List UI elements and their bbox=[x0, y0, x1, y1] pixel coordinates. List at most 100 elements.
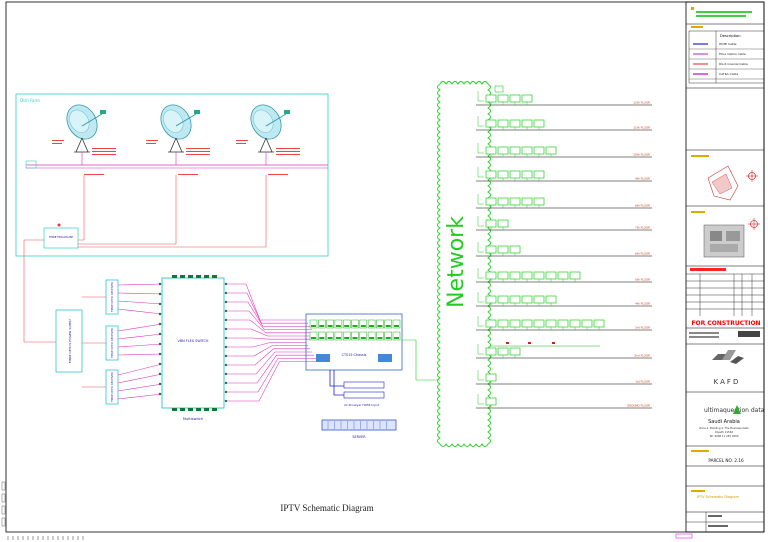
flex-switch-port bbox=[172, 408, 177, 411]
tv-unit bbox=[485, 319, 497, 328]
chassis-module bbox=[326, 331, 334, 341]
fibre-enclosure-label: FIBRE ENCLOSURE bbox=[49, 235, 73, 239]
tv-unit bbox=[509, 295, 521, 304]
legend-item: Fibre Optics cable bbox=[689, 52, 764, 60]
tv-unit bbox=[497, 347, 509, 356]
tv-unit bbox=[533, 146, 545, 155]
company-address-3: Tel: 0096 11 282 0000 bbox=[709, 434, 738, 438]
key-plan-1 bbox=[707, 165, 758, 201]
tv-unit bbox=[545, 295, 557, 304]
drawing-title: IPTV Schematic Diagram bbox=[280, 503, 373, 513]
flex-switch-port bbox=[180, 275, 185, 278]
drawing-border bbox=[5, 1, 765, 533]
company-logo: ultimaquestion data bbox=[704, 405, 765, 414]
company-address-2: Riyadh 11564 bbox=[715, 430, 733, 434]
server-unit bbox=[321, 419, 397, 431]
tv-unit bbox=[545, 319, 557, 328]
tv-unit bbox=[533, 319, 545, 328]
fibre-optic-receiver-2: FIBRE OPTIC RECEIVER bbox=[82, 322, 163, 361]
chassis-module bbox=[309, 319, 318, 329]
chassis-label: CTS15 Chassis bbox=[342, 353, 367, 357]
chassis-module bbox=[376, 331, 384, 341]
company-country: Saudi Arabia bbox=[708, 419, 740, 425]
chassis-module bbox=[351, 331, 359, 341]
tv-unit bbox=[557, 271, 569, 280]
floor-row: 12th FLOOR bbox=[476, 91, 652, 106]
flex-switch-port bbox=[180, 408, 185, 411]
tv-unit bbox=[557, 319, 569, 328]
legend-item-label: CAT6A Cable bbox=[719, 72, 738, 76]
floor-row: 5th FLOOR bbox=[476, 268, 652, 283]
floor-label: 2nd FLOOR bbox=[634, 354, 650, 358]
tv-unit bbox=[533, 119, 545, 128]
floor-label: 8th FLOOR bbox=[635, 204, 650, 208]
chassis-module bbox=[367, 319, 376, 329]
chassis-module bbox=[318, 331, 326, 341]
chassis-module bbox=[318, 319, 326, 329]
tv-unit bbox=[569, 319, 581, 328]
tv-unit bbox=[485, 146, 497, 155]
flex-switch-port bbox=[188, 275, 193, 278]
tv-unit bbox=[521, 271, 533, 280]
flex-switch-label: VBN FLEX SWITCH bbox=[178, 339, 209, 343]
tv-unit bbox=[521, 94, 533, 103]
flex-switch bbox=[161, 277, 225, 409]
legend-item: HDMI Cable bbox=[689, 42, 764, 50]
floor-label: 12th FLOOR bbox=[633, 101, 650, 105]
hdmi-input-unit bbox=[343, 381, 385, 389]
tv-unit bbox=[521, 170, 533, 179]
tv-unit bbox=[545, 146, 557, 155]
tv-unit bbox=[485, 373, 497, 382]
fibre-optic-receiver-label: FIBRE OPTIC RECEIVER bbox=[110, 282, 114, 312]
tv-unit bbox=[509, 347, 521, 356]
dish-farm-label: Dish Farm bbox=[20, 98, 40, 103]
tv-unit bbox=[497, 245, 509, 254]
floor-label: 6th FLOOR bbox=[635, 252, 650, 256]
floor-label: 3rd FLOOR bbox=[635, 326, 650, 330]
fibre-optic-receiver-label: FIBRE OPTIC RECEIVER bbox=[110, 328, 114, 358]
chassis-module bbox=[384, 331, 392, 341]
tv-unit bbox=[497, 197, 509, 206]
tv-unit bbox=[533, 271, 545, 280]
tv-unit bbox=[521, 119, 533, 128]
network-cloud: Network bbox=[437, 81, 491, 447]
tv-unit bbox=[509, 271, 521, 280]
dish-farm-frame bbox=[15, 93, 329, 257]
floor-row: 3rd FLOOR bbox=[476, 316, 652, 331]
chassis-module bbox=[376, 319, 384, 329]
tv-unit bbox=[569, 271, 581, 280]
floor-row: 6th FLOOR bbox=[476, 242, 652, 257]
tv-unit bbox=[521, 146, 533, 155]
tv-unit bbox=[509, 146, 521, 155]
chassis-module bbox=[351, 319, 359, 329]
optical-power-supply bbox=[55, 309, 83, 373]
tv-unit bbox=[485, 219, 497, 228]
tv-unit bbox=[509, 245, 521, 254]
floor-row: 9th FLOOR bbox=[476, 167, 652, 182]
floor-row: 10th FLOOR bbox=[476, 143, 652, 158]
flex-switch-port bbox=[172, 275, 177, 278]
flex-switch-port bbox=[212, 275, 217, 278]
floor-label: 1st FLOOR bbox=[635, 380, 650, 384]
tv-unit bbox=[581, 319, 593, 328]
floor-label: 9th FLOOR bbox=[635, 177, 650, 181]
tv-unit bbox=[497, 319, 509, 328]
optical-power-supply-label: FIBRE OPTICS POWER SUPPLY bbox=[68, 319, 72, 364]
tv-unit bbox=[509, 319, 521, 328]
legend-heading: Description bbox=[720, 34, 740, 38]
satellite-dish-3 bbox=[236, 104, 300, 175]
chassis-module bbox=[384, 319, 392, 329]
server-label: SERVER bbox=[352, 435, 366, 439]
tv-unit bbox=[497, 170, 509, 179]
network-label: Network bbox=[444, 216, 469, 308]
kafd-logo-text: KAFD bbox=[714, 378, 741, 386]
company-address-1: Zone 2, Building 4, The Business Gate bbox=[699, 426, 749, 430]
tv-unit bbox=[497, 295, 509, 304]
title-block-drawing-title: IPTV Schematic Diagram bbox=[697, 495, 740, 499]
parcel-number: PARCEL NO. 2.16 bbox=[708, 458, 744, 463]
tv-unit bbox=[497, 94, 509, 103]
tv-unit bbox=[485, 347, 497, 356]
